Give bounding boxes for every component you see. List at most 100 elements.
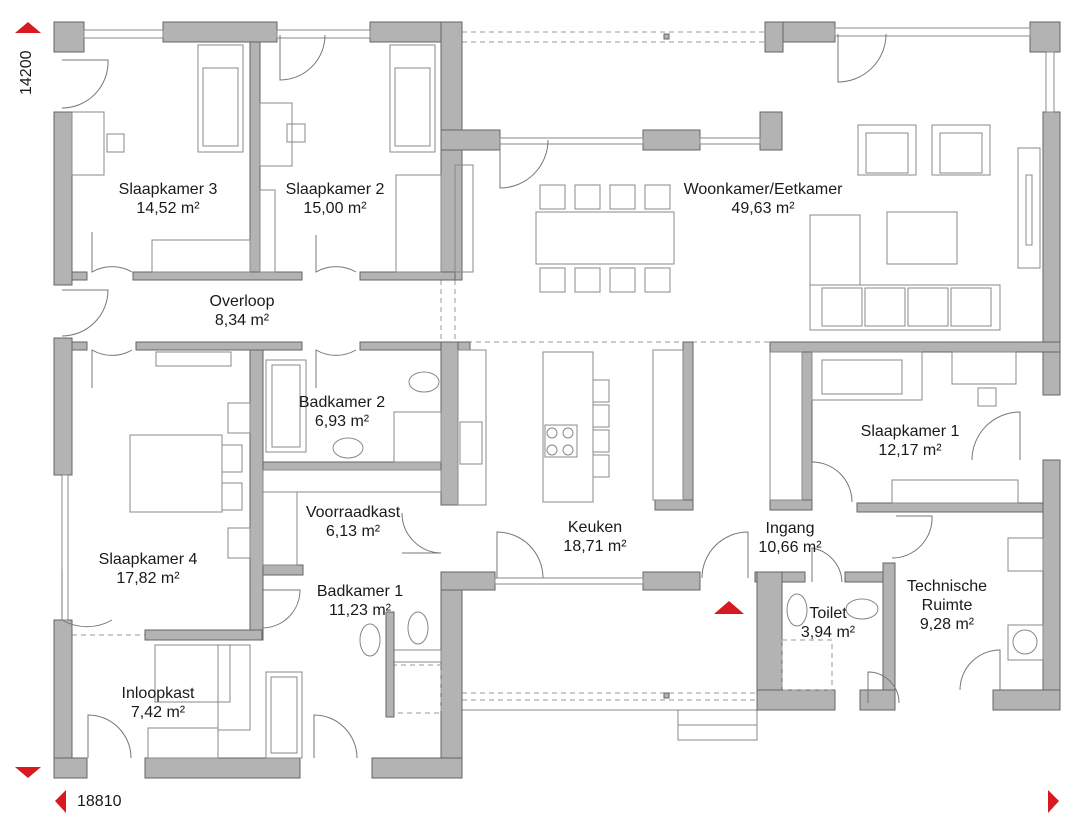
dining-chair [574, 267, 601, 293]
walls [53, 21, 1061, 779]
sofa [865, 132, 909, 174]
door-swing [959, 649, 1001, 691]
bed [221, 444, 243, 473]
wall [440, 571, 496, 591]
bathroom-fixture [1007, 624, 1044, 661]
sofa [809, 284, 1001, 331]
sofa [907, 287, 949, 327]
dining-chair [539, 184, 566, 210]
wardrobe [147, 727, 219, 759]
wall [756, 689, 836, 711]
bathroom-fixture [262, 491, 298, 566]
doors [61, 33, 1021, 759]
wall [53, 619, 73, 779]
kitchen-unit [542, 351, 594, 503]
entrance-arrow-icon [714, 601, 744, 614]
column [663, 692, 670, 699]
bed [129, 434, 223, 513]
shower [391, 664, 442, 714]
wall [359, 271, 456, 281]
wall [144, 757, 301, 779]
sanitary-fixture [408, 371, 440, 393]
wall [162, 21, 278, 43]
dining-table [535, 211, 675, 265]
sanitary-fixture [786, 593, 808, 627]
desk [259, 102, 293, 167]
door-swing [401, 512, 442, 554]
furniture [71, 44, 1044, 759]
desk [977, 387, 997, 407]
wall [262, 564, 304, 576]
wall [764, 21, 784, 53]
wardrobe [227, 402, 251, 434]
desk [106, 133, 125, 153]
door-swing [811, 547, 843, 583]
kitchen-unit [544, 424, 578, 458]
wardrobe [151, 239, 251, 273]
wall [801, 351, 813, 511]
sanitary-fixture [845, 598, 879, 620]
sofa [950, 287, 992, 327]
door-swing [261, 589, 301, 629]
wall [53, 757, 88, 779]
sanitary-fixture [546, 427, 558, 439]
door-swing [61, 289, 109, 337]
wall [440, 341, 459, 506]
window [834, 27, 1031, 37]
sanitary-fixture [546, 444, 558, 456]
wall [53, 337, 73, 476]
tv-cabinet [1025, 174, 1033, 246]
window [699, 137, 761, 145]
height-dimension: 14200 [18, 50, 35, 96]
shower [781, 639, 833, 691]
sanitary-fixture [562, 444, 574, 456]
wall [440, 589, 463, 779]
height-bottom-arrow-icon [15, 767, 41, 778]
door-swing [701, 531, 749, 579]
door-swing [811, 461, 853, 503]
desk [951, 351, 1017, 385]
terrace-outlines [72, 31, 770, 741]
door-swing [91, 232, 133, 273]
bathroom-fixture [262, 469, 442, 493]
wardrobe [154, 644, 231, 703]
windows [61, 27, 1055, 621]
terrace-step [677, 709, 758, 741]
kitchen-unit [592, 379, 610, 403]
window [1045, 51, 1055, 113]
kitchen-unit [652, 349, 684, 501]
door-swing [315, 349, 357, 388]
partition [385, 611, 395, 718]
window [83, 29, 164, 39]
width-dimension: 18810 [77, 793, 122, 810]
bathroom-fixture [271, 364, 301, 448]
wardrobe [891, 479, 1019, 504]
door-swing [313, 714, 358, 759]
sofa [821, 287, 863, 327]
sanitary-fixture [359, 623, 381, 657]
door-swing [499, 139, 549, 189]
sofa [809, 214, 861, 286]
kitchen-unit [592, 454, 610, 478]
wall [440, 129, 501, 151]
width-right-arrow-icon [1048, 790, 1059, 813]
door-swing [867, 671, 900, 704]
bed [389, 44, 436, 153]
wardrobe [395, 174, 442, 273]
tv-cabinet [1017, 147, 1041, 269]
wall [654, 499, 694, 511]
height-top-arrow-icon [15, 22, 41, 33]
wall [132, 271, 303, 281]
wall [135, 341, 303, 351]
coffee-table [886, 211, 958, 265]
